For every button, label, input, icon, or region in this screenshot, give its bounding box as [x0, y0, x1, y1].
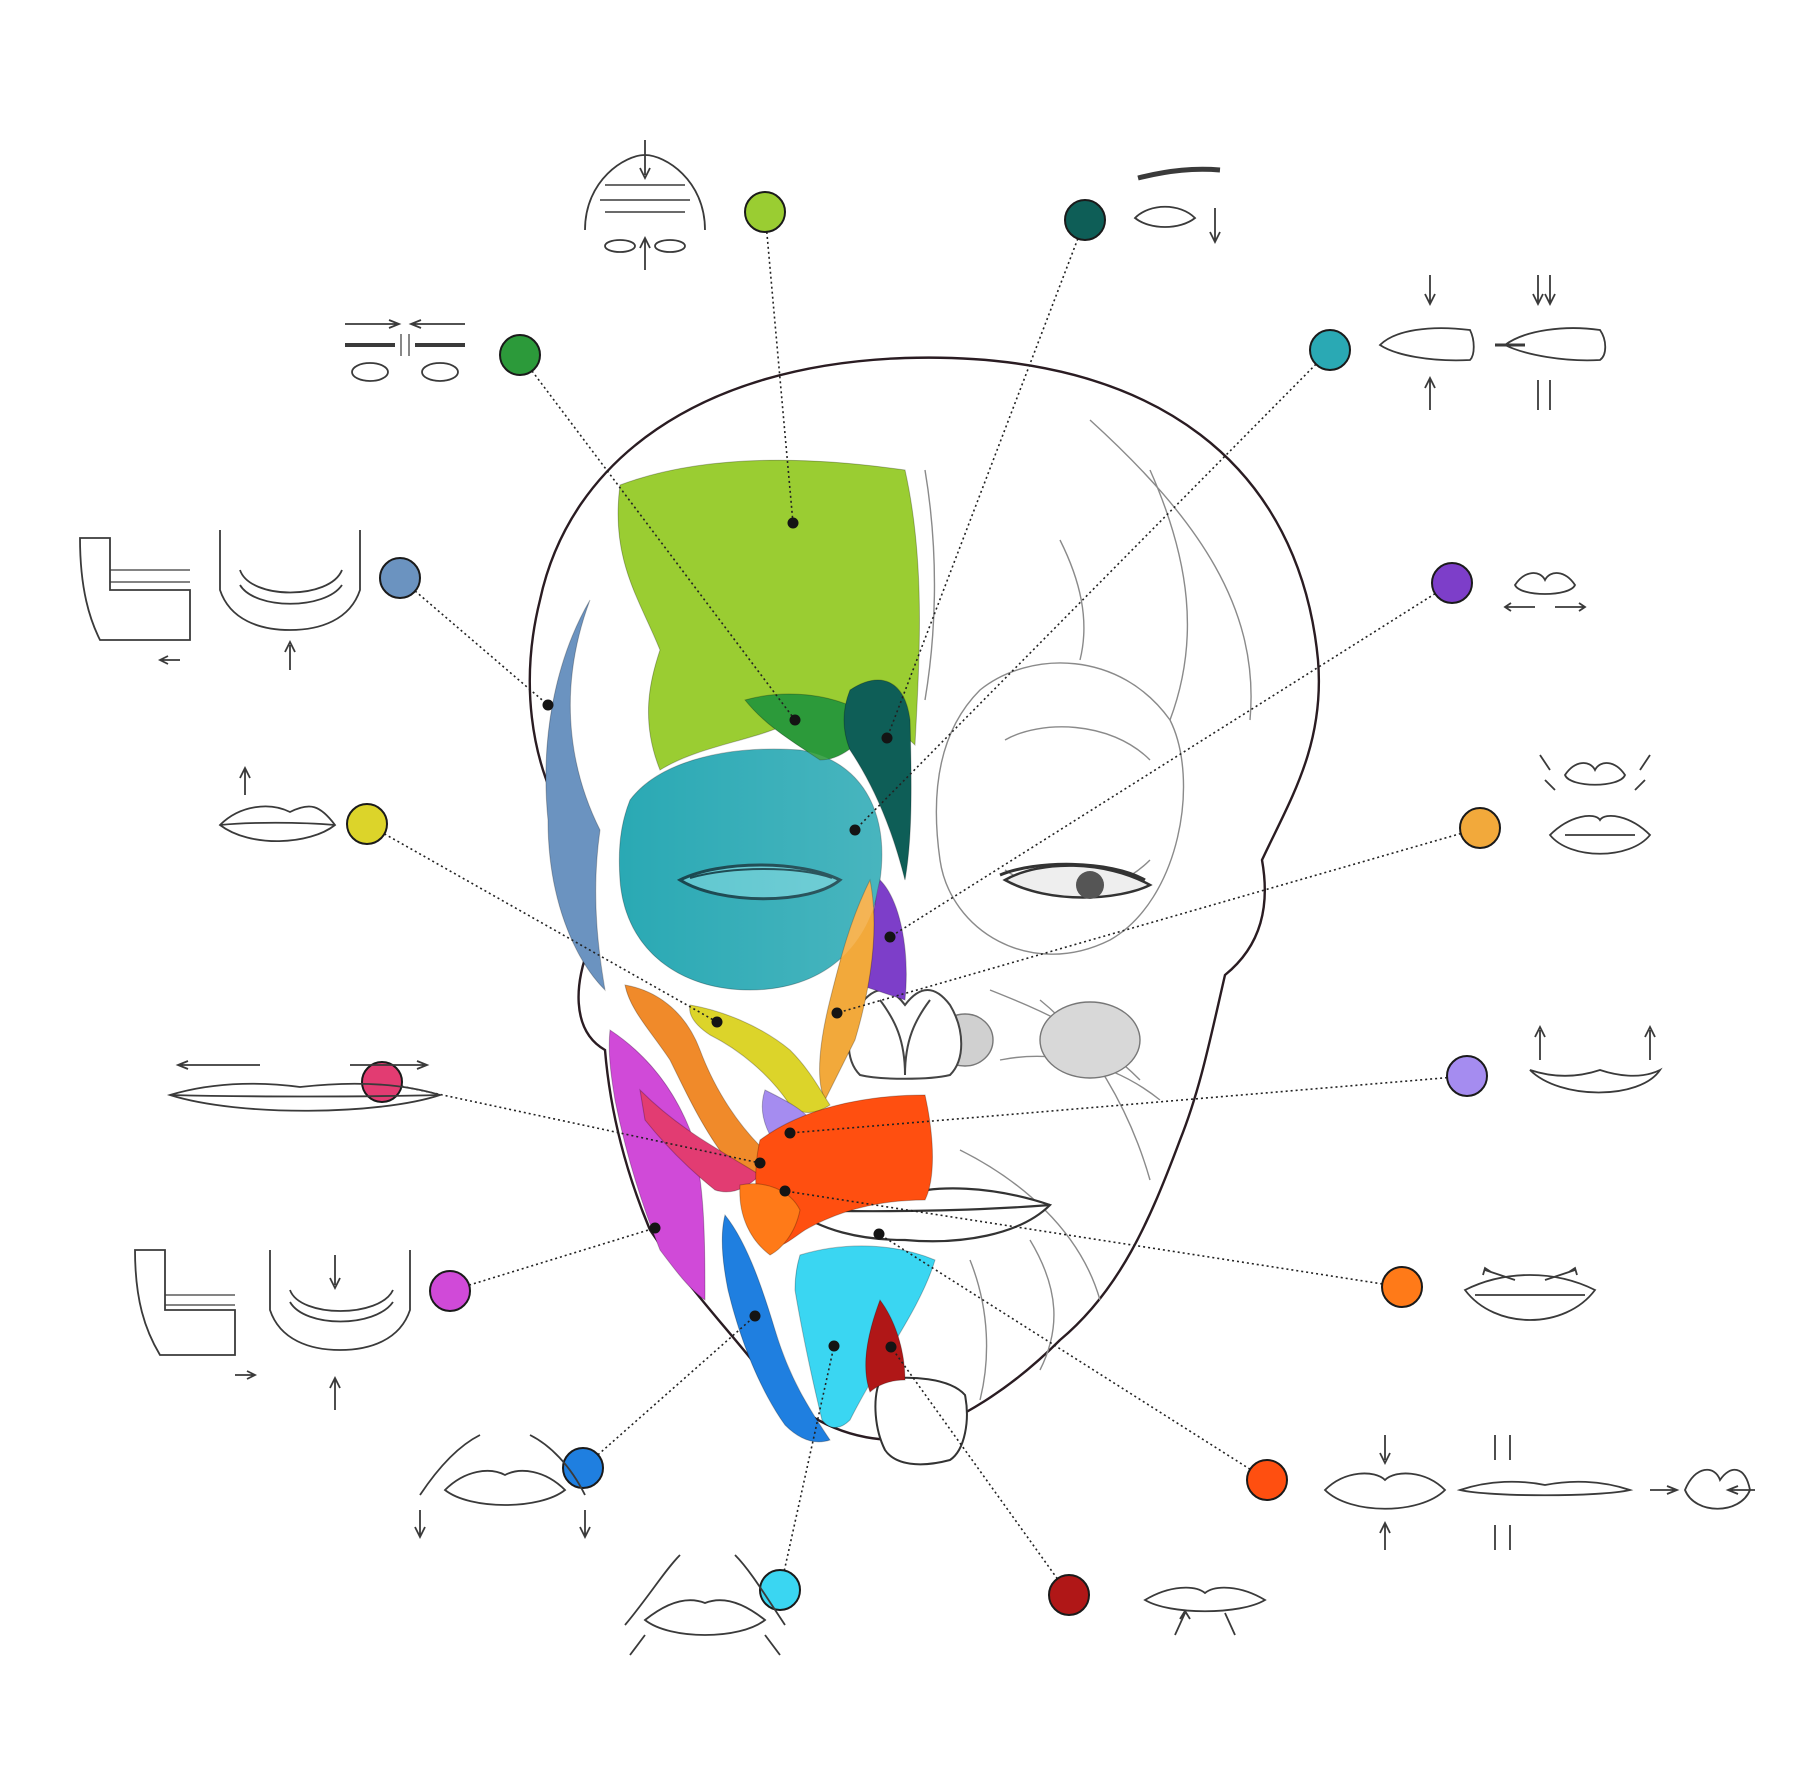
marker-circle-nasalis[interactable] — [1431, 562, 1473, 604]
marker-circle-corrugator[interactable] — [499, 334, 541, 376]
leader-line-temporalis — [399, 577, 549, 706]
marker-circle-orbicularis-oris[interactable] — [1246, 1459, 1288, 1501]
marker-circle-levator-labii-alaeque[interactable] — [1459, 807, 1501, 849]
leader-line-corrugator — [519, 354, 796, 721]
chin-raise-icon — [1143, 1586, 1267, 1636]
marker-circle-risorius[interactable] — [1381, 1266, 1423, 1308]
leader-line-levator-labii-alaeque — [836, 827, 1481, 1014]
eye-closing-icon — [1378, 275, 1607, 410]
raised-brow-icon — [584, 140, 706, 270]
leader-line-depressor-labii — [779, 1345, 835, 1591]
leader-line-frontalis — [764, 211, 794, 524]
mouth-corners-down-icon — [414, 1434, 591, 1540]
marker-circle-orbicularis-oculi[interactable] — [1309, 329, 1351, 371]
leader-line-nasalis — [889, 582, 1453, 938]
target-dot-levator-labii — [711, 1016, 723, 1028]
snarl-icon — [1539, 754, 1652, 855]
lowered-brow-icon — [1133, 166, 1221, 245]
smile-corners-up-icon — [1529, 1024, 1663, 1094]
jaw-clench-icon — [134, 1249, 411, 1410]
marker-circle-zygomaticus-minor[interactable] — [361, 1061, 403, 1103]
target-dot-frontalis — [787, 517, 799, 529]
target-dot-depressor-anguli-oris — [749, 1310, 761, 1322]
target-dot-procerus — [881, 732, 893, 744]
target-dot-zygomaticus-minor — [754, 1157, 766, 1169]
grin-icon — [1463, 1266, 1597, 1321]
marker-circle-procerus[interactable] — [1064, 199, 1106, 241]
target-dot-masseter — [649, 1222, 661, 1234]
marker-circle-masseter[interactable] — [429, 1270, 471, 1312]
muscle-depressor-anguli-oris — [721, 1213, 831, 1443]
marker-circle-levator-anguli-oris[interactable] — [1446, 1055, 1488, 1097]
lower-lip-down-icon — [624, 1554, 786, 1656]
target-dot-temporalis — [542, 699, 554, 711]
muscle-mentalis — [865, 1298, 906, 1393]
leader-line-risorius — [784, 1190, 1403, 1288]
marker-circle-mentalis[interactable] — [1048, 1574, 1090, 1616]
muscle-risorius — [739, 1183, 801, 1256]
muscle-procerus — [843, 679, 912, 881]
jaw-closing-icon — [79, 530, 361, 670]
nostril-flare-icon — [1503, 572, 1587, 612]
leader-line-orbicularis-oris — [878, 1233, 1268, 1481]
leader-line-levator-labii — [366, 823, 718, 1023]
leader-line-masseter — [449, 1227, 656, 1292]
marker-circle-frontalis[interactable] — [744, 191, 786, 233]
muscle-depressor-labii — [794, 1245, 936, 1428]
target-dot-mentalis — [885, 1341, 897, 1353]
muscle-fiber-sheen — [620, 749, 882, 990]
lip-raise-icon — [218, 765, 337, 843]
target-dot-risorius — [779, 1185, 791, 1197]
leader-lines — [366, 211, 1481, 1596]
muscle-target-dots — [542, 517, 897, 1353]
leader-line-depressor-anguli-oris — [582, 1315, 756, 1469]
muscle-marker-circles — [346, 191, 1501, 1616]
marker-circle-levator-labii[interactable] — [346, 803, 388, 845]
target-dot-orbicularis-oris — [873, 1228, 885, 1240]
target-dot-orbicularis-oculi — [849, 824, 861, 836]
leader-line-mentalis — [890, 1346, 1070, 1596]
target-dot-corrugator — [789, 714, 801, 726]
right-eye-drawing — [1002, 864, 1153, 899]
target-dot-levator-labii-alaeque — [831, 1007, 843, 1019]
target-dot-nasalis — [884, 931, 896, 943]
lips-stretch-icon — [166, 1060, 443, 1112]
nose-drawing — [847, 989, 963, 1080]
muscle-masseter — [608, 1029, 706, 1301]
marker-circle-depressor-labii[interactable] — [759, 1569, 801, 1611]
leader-line-levator-anguli-oris — [789, 1075, 1468, 1134]
target-dot-levator-anguli-oris — [784, 1127, 796, 1139]
frown-brow-icon — [345, 319, 465, 382]
chin-drawing — [874, 1376, 968, 1466]
lip-pucker-icon — [1323, 1435, 1755, 1550]
muscle-temporalis — [545, 599, 606, 992]
target-dot-depressor-labii — [828, 1340, 840, 1352]
marker-circle-temporalis[interactable] — [379, 557, 421, 599]
marker-circle-depressor-anguli-oris[interactable] — [562, 1447, 604, 1489]
muscle-levator-labii — [689, 1004, 831, 1113]
